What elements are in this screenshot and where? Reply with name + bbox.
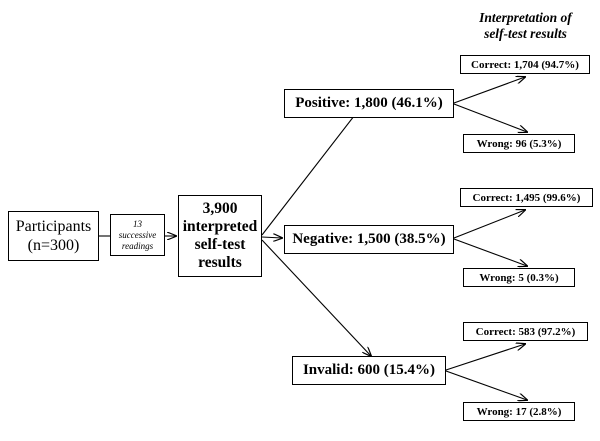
arrow-invalid-correct: [445, 344, 525, 371]
negative-box: Negative: 1,500 (38.5%): [284, 225, 454, 254]
invalid-box: Invalid: 600 (15.4%): [292, 356, 446, 385]
arrow-negative-correct: [453, 210, 525, 239]
heading-line-2: self-test results: [484, 26, 567, 41]
results-line-2: interpreted: [182, 218, 258, 235]
positive-wrong-box: Wrong: 96 (5.3%): [463, 134, 575, 153]
negative-correct-box: Correct: 1,495 (99.6%): [460, 188, 593, 207]
positive-box: Positive: 1,800 (46.1%): [284, 89, 454, 118]
arrow-positive-wrong: [453, 103, 527, 132]
arrow-positive-correct: [453, 77, 525, 104]
diagram-heading: Interpretation of self-test results: [463, 10, 588, 42]
arrow-results-negative: [261, 237, 282, 238]
readings-line-2: successive: [118, 229, 157, 240]
readings-box: 13 successive readings: [110, 214, 165, 256]
participants-box: Participants (n=300): [8, 211, 99, 261]
results-line-3: self-test: [194, 236, 246, 253]
invalid-wrong-box: Wrong: 17 (2.8%): [463, 402, 575, 421]
heading-line-1: Interpretation of: [479, 10, 572, 25]
arrow-negative-wrong: [453, 238, 527, 266]
results-line-4: results: [198, 254, 242, 271]
interpreted-results-box: 3,900 interpreted self-test results: [178, 195, 262, 277]
results-line-1: 3,900: [202, 200, 238, 217]
negative-wrong-box: Wrong: 5 (0.3%): [463, 268, 575, 287]
participants-label: Participants: [15, 218, 92, 235]
positive-correct-box: Correct: 1,704 (94.7%): [460, 55, 590, 74]
arrow-results-positive: [261, 107, 361, 236]
readings-line-3: readings: [121, 240, 154, 251]
invalid-correct-box: Correct: 583 (97.2%): [463, 322, 588, 341]
arrow-results-invalid: [261, 239, 371, 356]
readings-line-1: 13: [133, 218, 142, 229]
arrow-invalid-wrong: [445, 370, 527, 400]
participants-count: (n=300): [27, 237, 80, 254]
